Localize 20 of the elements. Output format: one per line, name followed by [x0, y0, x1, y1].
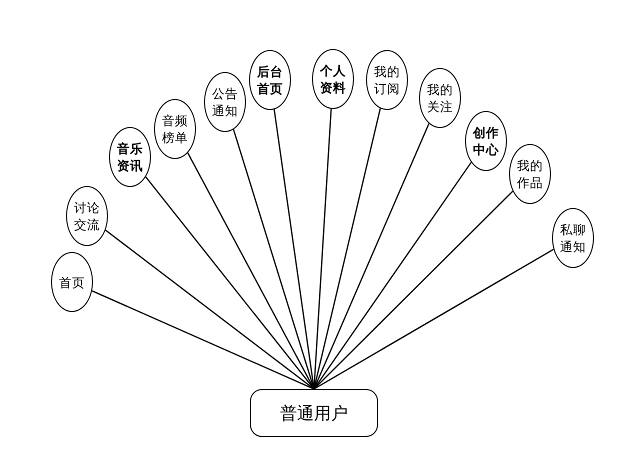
connector-line — [105, 230, 314, 390]
connector-line — [145, 176, 314, 390]
function-ellipse: 讨论交流 — [66, 186, 108, 246]
function-ellipse: 音频榜单 — [154, 99, 196, 159]
function-ellipse: 公告通知 — [204, 72, 246, 132]
function-ellipse: 后台首页 — [249, 50, 291, 110]
role-box: 普通用户 — [250, 389, 378, 437]
function-ellipse: 个人资料 — [312, 49, 354, 109]
function-ellipse: 创作中心 — [465, 111, 507, 171]
connector-line — [314, 190, 514, 390]
function-ellipse: 首页 — [51, 252, 93, 312]
function-ellipse: 我的订阅 — [366, 50, 408, 110]
function-ellipse: 我的作品 — [509, 144, 551, 204]
connector-line — [313, 162, 472, 390]
connector-line — [314, 248, 554, 390]
connector-line — [92, 290, 314, 390]
connector-line — [313, 123, 430, 390]
function-ellipse: 音乐资讯 — [109, 127, 151, 187]
function-ellipse: 我的关注 — [419, 68, 461, 128]
function-ellipse: 私聊通知 — [552, 208, 594, 268]
